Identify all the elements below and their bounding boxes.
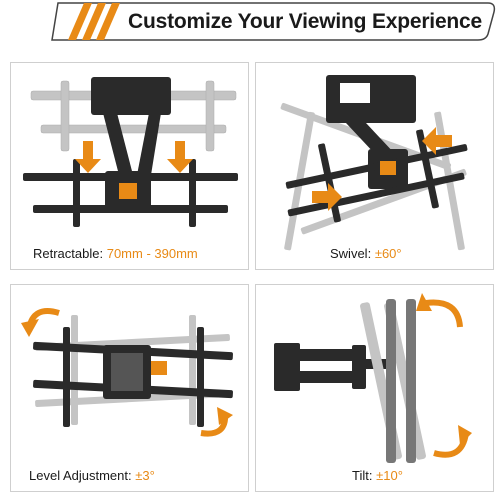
swivel-illustration — [280, 75, 468, 251]
caption-tilt: Tilt: ±10° — [352, 468, 403, 483]
panel-swivel: Swivel: ±60° — [255, 62, 494, 270]
caption-value: ±10° — [376, 468, 403, 483]
caption-label: Tilt: — [352, 468, 373, 483]
panel-level: Level Adjustment: ±3° — [10, 284, 249, 492]
caption-value: ±60° — [374, 246, 402, 261]
header-banner: Customize Your Viewing Experience — [48, 0, 498, 44]
retractable-illustration — [23, 77, 238, 227]
panel-retractable: Retractable: 70mm - 390mm — [10, 62, 249, 270]
caption-level: Level Adjustment: ±3° — [29, 468, 155, 483]
caption-value: 70mm - 390mm — [106, 246, 198, 261]
banner-shape — [51, 2, 496, 41]
caption-label: Level Adjustment: — [29, 468, 132, 483]
panel-tilt: Tilt: ±10° — [255, 284, 494, 492]
page-title: Customize Your Viewing Experience — [128, 10, 483, 33]
stripes-icon — [68, 3, 120, 40]
down-arrow-icon — [75, 141, 193, 173]
caption-swivel: Swivel: ±60° — [330, 246, 402, 261]
left-arrow-icon — [312, 127, 452, 211]
tilt-illustration — [274, 293, 472, 463]
caption-label: Retractable: — [33, 246, 104, 261]
level-illustration — [21, 308, 233, 437]
caption-value: ±3° — [135, 468, 155, 483]
caption-retractable: Retractable: 70mm - 390mm — [33, 246, 198, 261]
caption-label: Swivel: — [330, 246, 372, 261]
